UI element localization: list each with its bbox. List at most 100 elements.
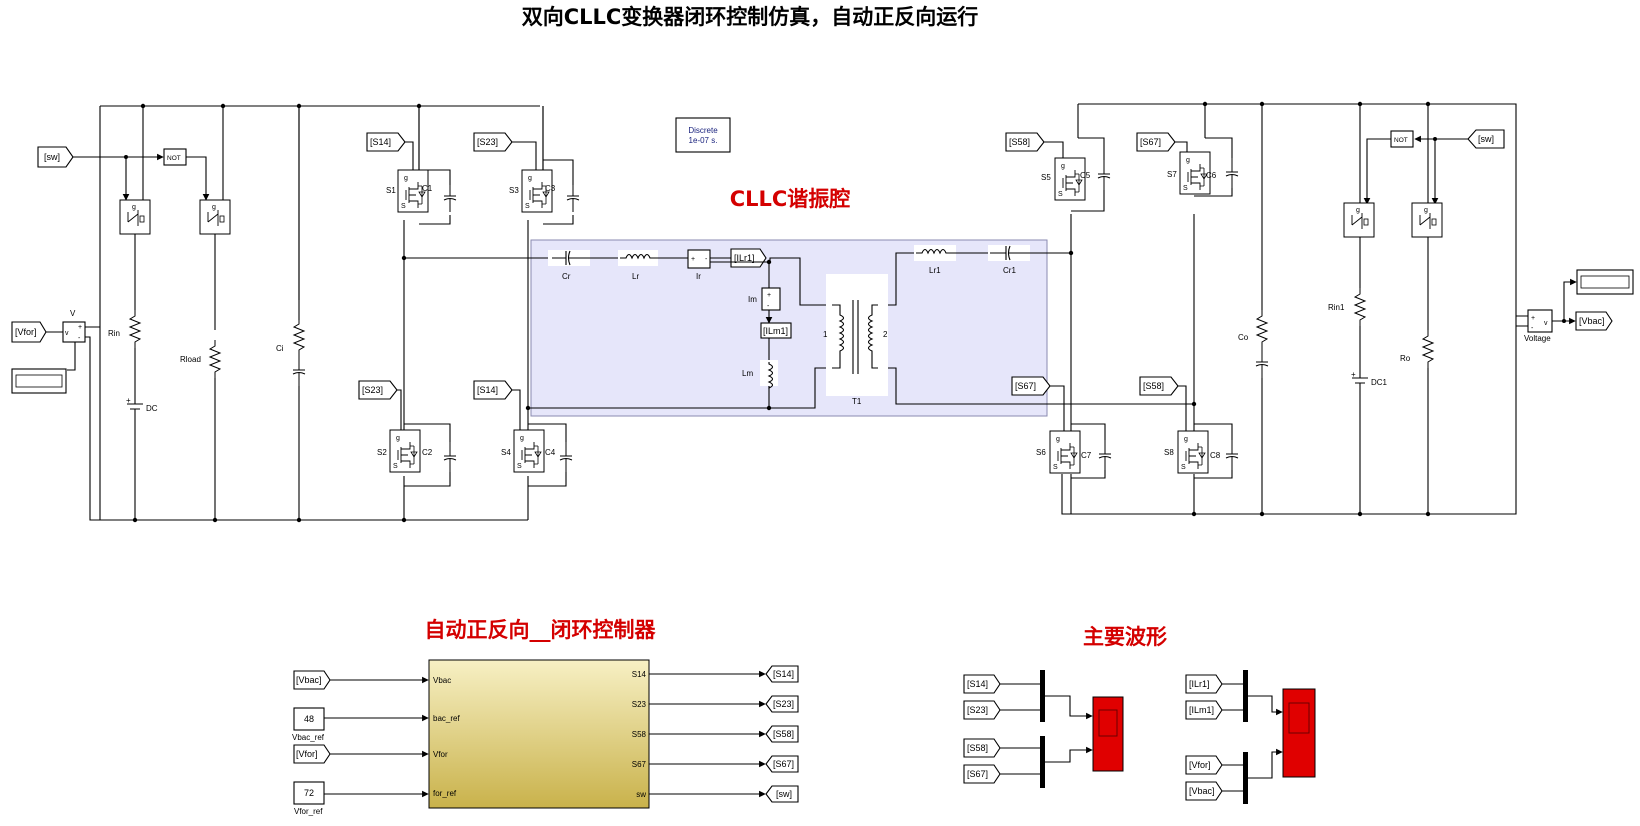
svg-text:Im: Im	[748, 295, 757, 304]
goto-tag-ilm1[interactable]: [ILm1]	[760, 322, 792, 339]
from-tag-scope1-s23[interactable]: [S23]	[963, 700, 1001, 720]
svg-text:[S67]: [S67]	[773, 759, 794, 769]
display-left[interactable]	[11, 368, 67, 394]
svg-text:S8: S8	[1164, 448, 1174, 457]
from-tag-scope1-s58[interactable]: [S58]	[963, 738, 1001, 758]
goto-tag-sw[interactable]: [sw]	[765, 785, 799, 803]
not-gate-left[interactable]: NOT	[163, 148, 187, 166]
display-right[interactable]	[1576, 269, 1634, 295]
from-tag-scope1-s67[interactable]: [S67]	[963, 764, 1001, 784]
model-title: 双向CLLC变换器闭环控制仿真，自动正反向运行	[522, 5, 979, 29]
mosfet-s6[interactable]	[1049, 430, 1081, 474]
capacitor-c1	[443, 181, 457, 213]
svg-text:[S58]: [S58]	[1143, 381, 1164, 391]
from-tag-s14-bot[interactable]: [S14]	[473, 380, 513, 400]
voltage-measurement-right[interactable]: + - v	[1527, 309, 1553, 333]
from-tag-vbac[interactable]: [Vbac]	[293, 670, 331, 690]
svg-text:NOT: NOT	[1394, 137, 1408, 144]
mux-scope2-a[interactable]	[1243, 670, 1248, 722]
mosfet-s2[interactable]	[389, 429, 421, 473]
mux-scope1-b[interactable]	[1040, 736, 1045, 788]
svg-text:DC1: DC1	[1371, 378, 1388, 387]
capacitor-c6	[1225, 157, 1239, 189]
resonant-tank-title: CLLC谐振腔	[730, 187, 851, 211]
svg-text:v: v	[1544, 320, 1548, 327]
from-tag-s58-bot[interactable]: [S58]	[1139, 376, 1179, 396]
capacitor-c5	[1097, 159, 1111, 191]
ideal-switch-left-2[interactable]	[199, 199, 231, 235]
from-tag-scope2-vbac[interactable]: [Vbac]	[1185, 781, 1223, 801]
scope-2[interactable]	[1282, 688, 1316, 778]
goto-tag-vbac[interactable]: [Vbac]	[1575, 311, 1613, 331]
svg-text:S23: S23	[632, 700, 647, 709]
from-tag-vfor[interactable]: [Vfor]	[293, 744, 331, 764]
mux-scope2-b[interactable]	[1243, 752, 1248, 804]
from-tag-s23-bot[interactable]: [S23]	[358, 380, 398, 400]
voltage-measurement-left[interactable]: V v + -	[62, 309, 86, 343]
current-measurement-im[interactable]: + -	[761, 287, 781, 311]
transformer-t1[interactable]: 1 2	[823, 274, 888, 396]
closed-loop-controller[interactable]	[428, 659, 650, 809]
svg-text:NOT: NOT	[167, 155, 181, 162]
svg-text:[S23]: [S23]	[362, 385, 383, 395]
from-tag-s67-top[interactable]: [S67]	[1136, 132, 1176, 152]
svg-text:[S14]: [S14]	[477, 385, 498, 395]
svg-text:[sw]: [sw]	[44, 152, 60, 162]
constant-vbac-ref[interactable]: 48	[293, 707, 325, 731]
svg-text:-: -	[1531, 325, 1534, 332]
mux-scope1-a[interactable]	[1040, 670, 1045, 722]
capacitor-c7	[1098, 439, 1112, 471]
from-tag-s23-top[interactable]: [S23]	[473, 132, 513, 152]
svg-text:S14: S14	[632, 670, 647, 679]
svg-text:Vfor_ref: Vfor_ref	[294, 807, 323, 816]
svg-text:[Vbac]: [Vbac]	[1579, 316, 1605, 326]
goto-tags-controller	[649, 670, 766, 798]
ideal-switch-left-1[interactable]	[119, 199, 151, 235]
svg-text:Vbac: Vbac	[433, 676, 451, 685]
svg-text:[S67]: [S67]	[1140, 137, 1161, 147]
svg-text:48: 48	[304, 714, 314, 724]
from-tag-sw-left[interactable]: [sw]	[37, 146, 74, 168]
svg-text:-: -	[78, 335, 81, 342]
capacitor-cr1	[988, 245, 1030, 261]
goto-tag-vfor[interactable]: [Vfor]	[11, 321, 47, 343]
svg-text:Ro: Ro	[1400, 354, 1411, 363]
svg-text:+: +	[1351, 370, 1356, 379]
scope-1[interactable]	[1092, 696, 1124, 772]
svg-text:[Vfor]: [Vfor]	[296, 749, 318, 759]
from-tag-scope1-s14[interactable]: [S14]	[963, 674, 1001, 694]
ideal-switch-right-2[interactable]	[1411, 202, 1443, 238]
svg-text:[ILr1]: [ILr1]	[734, 253, 755, 263]
goto-tag-s58[interactable]: [S58]	[765, 725, 799, 743]
svg-text:[Vfor]: [Vfor]	[15, 327, 37, 337]
from-tag-scope2-vfor[interactable]: [Vfor]	[1185, 755, 1223, 775]
constant-vfor-ref[interactable]: 72	[293, 781, 325, 805]
svg-text:+: +	[691, 256, 695, 263]
capacitor-c3	[566, 181, 580, 213]
not-gate-right[interactable]: NOT	[1390, 130, 1414, 148]
svg-text:+: +	[78, 324, 82, 331]
svg-text:S5: S5	[1041, 173, 1051, 182]
powergui-block[interactable]: Discrete 1e-07 s.	[675, 117, 731, 153]
svg-text:v: v	[65, 330, 69, 337]
goto-tag-s14[interactable]: [S14]	[765, 665, 799, 683]
ideal-switch-right-1[interactable]	[1343, 202, 1375, 238]
current-measurement-ir[interactable]: + -	[687, 249, 711, 269]
from-tag-sw-right[interactable]: [sw]	[1467, 129, 1505, 149]
mosfet-s8[interactable]	[1177, 430, 1209, 474]
svg-text:[ILm1]: [ILm1]	[1189, 705, 1214, 715]
from-tag-s67-bot[interactable]: [S67]	[1011, 376, 1051, 396]
from-tag-scope2-ilr1[interactable]: [ILr1]	[1185, 674, 1223, 694]
goto-tag-s23[interactable]: [S23]	[765, 695, 799, 713]
from-tag-scope2-ilm1[interactable]: [ILm1]	[1185, 700, 1223, 720]
svg-text:bac_ref: bac_ref	[433, 714, 460, 723]
controller-input-ports: Vbac bac_ref Vfor for_ref	[433, 676, 460, 798]
resistor-rload	[209, 339, 221, 379]
from-tag-s14-top[interactable]: [S14]	[366, 132, 406, 152]
svg-text:C5: C5	[1080, 171, 1091, 180]
goto-tag-s67[interactable]: [S67]	[765, 755, 799, 773]
goto-tag-ilr1[interactable]: [ILr1]	[730, 248, 767, 268]
from-tag-s58-top[interactable]: [S58]	[1005, 132, 1045, 152]
svg-text:[ILm1]: [ILm1]	[763, 326, 788, 336]
mosfet-s4[interactable]	[513, 429, 545, 473]
